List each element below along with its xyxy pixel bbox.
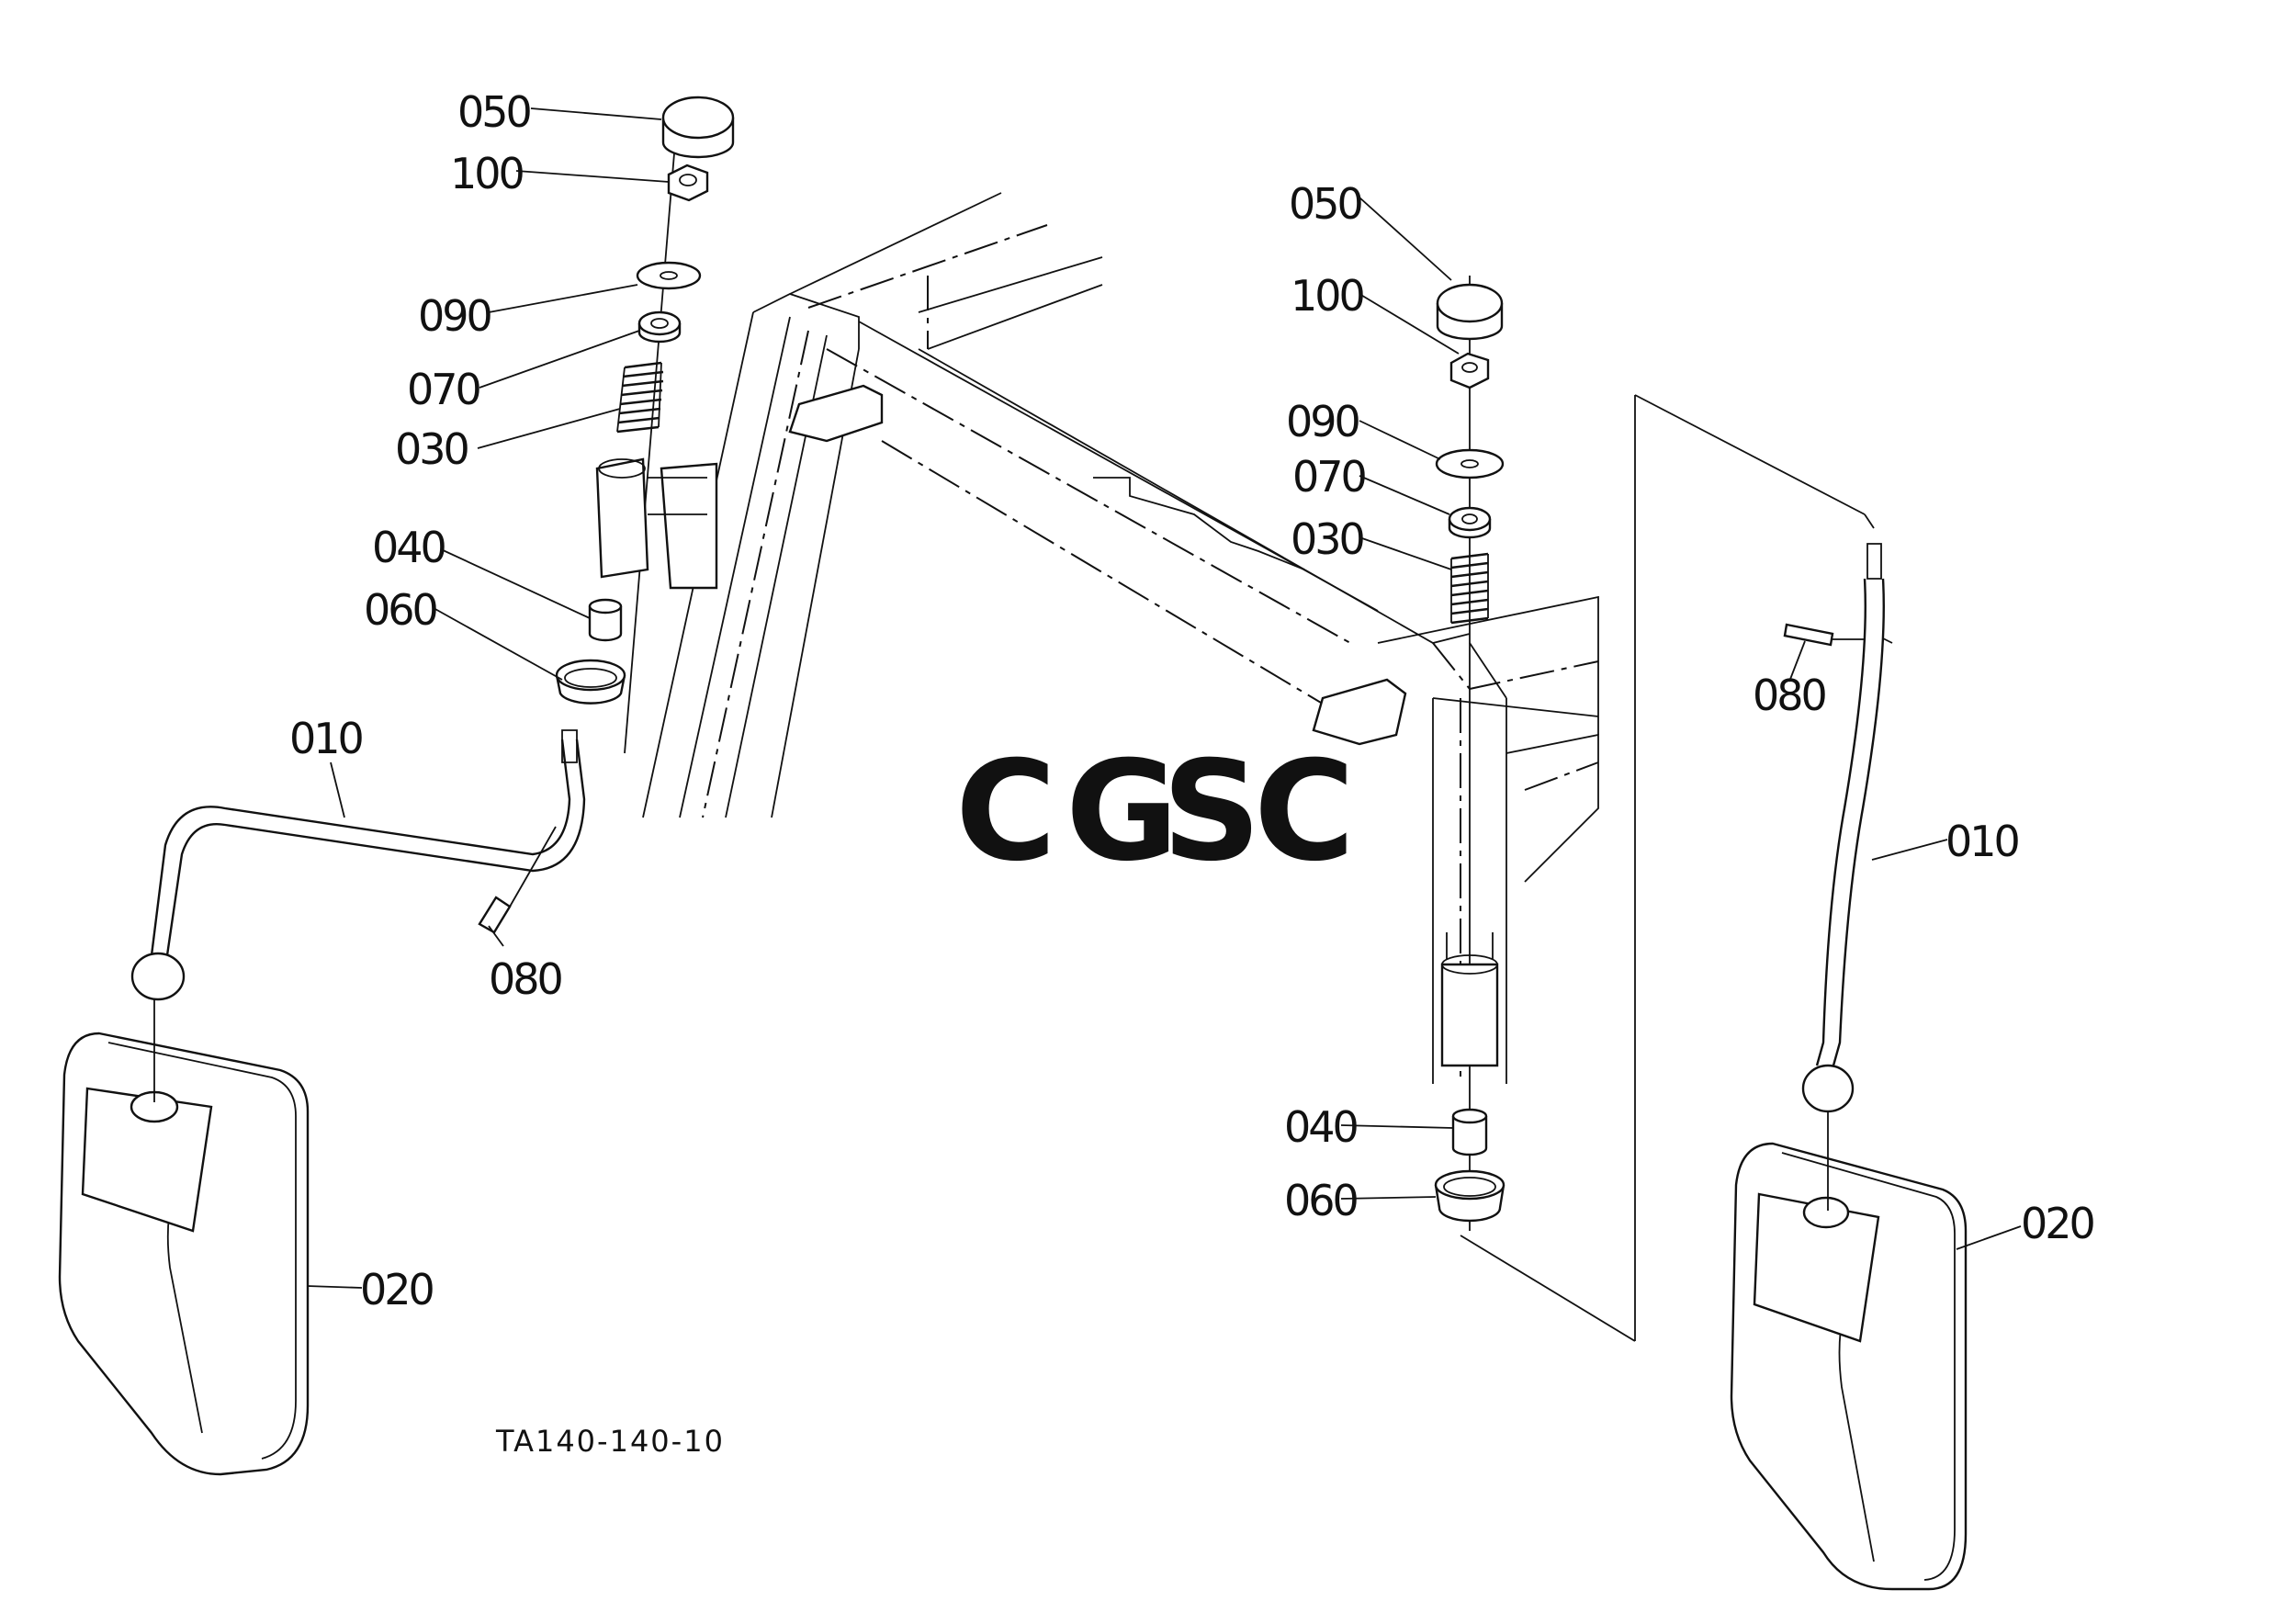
label-left-060: 060 — [364, 585, 437, 635]
left-cap-050 — [661, 96, 735, 159]
label-left-010: 010 — [289, 714, 363, 763]
left-pin-080 — [478, 826, 557, 934]
right-assembly — [1434, 276, 1968, 1591]
left-nut-100 — [667, 164, 709, 202]
left-bushing-040 — [588, 598, 623, 642]
leader-lines — [306, 107, 2022, 1289]
left-washer-090 — [636, 261, 702, 290]
label-right-090: 090 — [1286, 397, 1359, 446]
label-left-080: 080 — [489, 954, 562, 1004]
right-labels: 050 100 090 070 030 040 060 010 080 020 — [1284, 179, 2097, 1248]
watermark-letter-4: C — [1254, 732, 1355, 892]
label-right-080: 080 — [1753, 671, 1826, 720]
right-bracket-housing — [1440, 932, 1499, 1067]
right-nut-100 — [1449, 352, 1490, 389]
right-bushing-040 — [1451, 1108, 1488, 1156]
right-panel-outline — [1460, 394, 1866, 1342]
right-spacer-070 — [1448, 506, 1492, 539]
label-left-020: 020 — [360, 1265, 434, 1314]
right-ring-060 — [1434, 1169, 1506, 1223]
left-mirror-020 — [58, 999, 310, 1476]
label-left-070: 070 — [407, 365, 480, 414]
label-right-100: 100 — [1291, 271, 1364, 321]
cab-frame — [642, 192, 1599, 1084]
left-labels: 050 100 090 070 030 040 060 010 080 020 — [289, 87, 565, 1314]
drawing-code: TA140-140-10 — [495, 1424, 725, 1459]
right-rod-010 — [1815, 513, 1893, 1066]
right-mirror-020 — [1730, 1111, 1968, 1591]
left-ball-joint — [130, 952, 186, 1001]
label-left-100: 100 — [450, 149, 524, 198]
label-right-050: 050 — [1289, 179, 1362, 229]
watermark-letter-3: S — [1162, 732, 1261, 892]
label-right-060: 060 — [1284, 1176, 1358, 1225]
watermark-letter-2: G — [1066, 732, 1178, 892]
left-assembly — [58, 96, 735, 1476]
right-washer-090 — [1435, 448, 1505, 479]
label-left-040: 040 — [372, 523, 445, 572]
left-ring-060 — [555, 659, 626, 705]
label-right-070: 070 — [1292, 452, 1366, 502]
left-bracket-housing — [595, 457, 649, 579]
right-ball-joint — [1801, 1064, 1855, 1113]
watermark-logo: C G S C — [955, 732, 1355, 892]
label-left-090: 090 — [418, 291, 491, 341]
right-pin-080 — [1783, 623, 1865, 647]
label-right-010: 010 — [1945, 817, 2019, 866]
left-spacer-070 — [637, 310, 682, 344]
label-left-050: 050 — [457, 87, 531, 137]
left-rod-010 — [150, 729, 586, 956]
label-right-030: 030 — [1291, 514, 1364, 564]
label-right-020: 020 — [2021, 1199, 2094, 1248]
label-left-030: 030 — [395, 424, 468, 474]
right-cap-050 — [1436, 283, 1504, 341]
left-spring-030 — [616, 361, 664, 434]
label-right-040: 040 — [1284, 1102, 1358, 1152]
watermark-letter-1: C — [955, 732, 1056, 892]
